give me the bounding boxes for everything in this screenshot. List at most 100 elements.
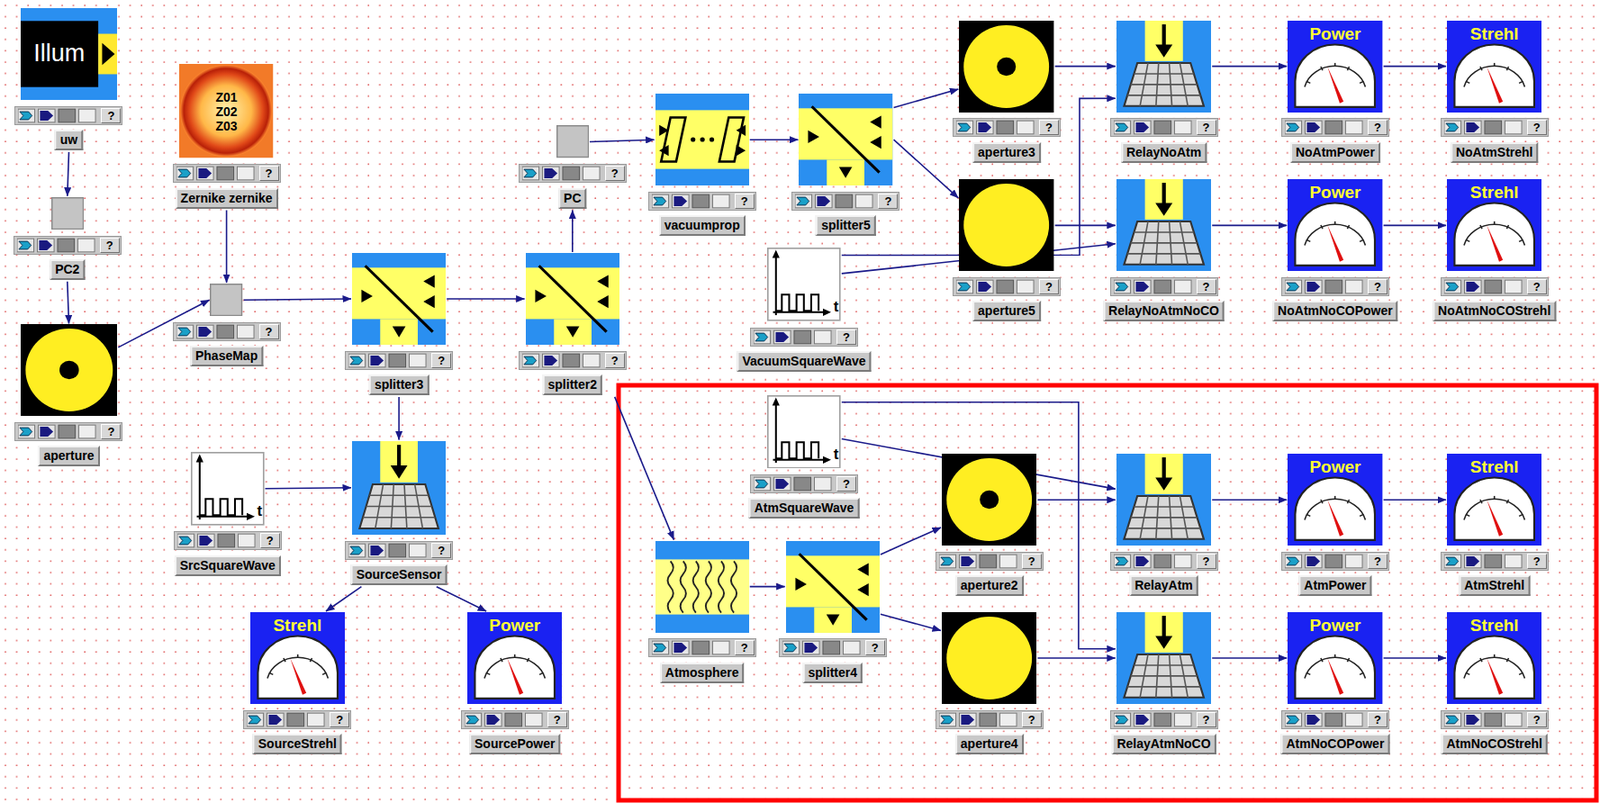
icon-part: [1486, 658, 1503, 696]
icon-part: [813, 606, 852, 633]
toolbar-icon: [956, 280, 974, 294]
icon-part: [659, 144, 669, 156]
icon-part: [1133, 72, 1194, 75]
toolbar-icon: [1464, 280, 1482, 294]
toolbar-icon: [813, 477, 832, 491]
toolbar-icon: [815, 194, 833, 208]
icon-part: [191, 452, 264, 525]
icon-part: [718, 117, 743, 163]
icon-part: [827, 160, 866, 187]
icon-part: [735, 125, 745, 136]
toolbar-icon: [1114, 557, 1128, 566]
icon-part: [1139, 221, 1149, 265]
toolbar-icon: [960, 714, 975, 725]
icon-part: [705, 560, 711, 613]
signal-connector: [1055, 65, 1116, 68]
toolbar-icon: [1113, 280, 1131, 294]
toolbar-icon: [196, 325, 214, 339]
toolbar-icon: [1484, 713, 1502, 727]
toolbar-icons: [18, 424, 98, 440]
pc-block: ?PhaseMap: [209, 283, 243, 317]
icon-part: [1130, 83, 1198, 86]
toolbar-icon: [755, 333, 769, 342]
icon-part: [1144, 453, 1183, 495]
toolbar-icon: [348, 353, 366, 368]
icon-part: [690, 137, 696, 143]
icon-part: [1480, 225, 1483, 229]
icon-part: [822, 308, 832, 317]
toolbar-icon: [1464, 121, 1482, 136]
pc-block: ?PC2: [51, 197, 84, 230]
icon-part: [365, 265, 434, 332]
help-button: ?: [259, 324, 280, 340]
toolbar-icon: [1325, 280, 1343, 294]
toolbar-icon: [370, 545, 385, 556]
block-toolbar: ?: [648, 638, 757, 658]
toolbar-icons: [753, 329, 833, 345]
toolbar-icon: [1444, 280, 1462, 294]
icon-part: [1306, 672, 1311, 675]
icon-part: [1347, 66, 1350, 71]
help-button: ?: [734, 193, 755, 209]
toolbar-icon: [18, 424, 36, 439]
block-name: splitter4: [803, 662, 863, 684]
help-button: ?: [836, 476, 857, 492]
help-button: ?: [1039, 119, 1059, 136]
meter-block: Strehl?AtmStrehl: [1446, 453, 1542, 546]
toolbar-icon: [1304, 280, 1322, 294]
toolbar-icon: [977, 123, 992, 134]
signal-connector: [225, 210, 228, 284]
help-button: ?: [865, 640, 886, 656]
signal-connector: [1383, 65, 1447, 68]
icon-text: Z01: [179, 90, 273, 105]
icon-part: [362, 515, 435, 518]
icon-part: [1144, 612, 1183, 653]
apo-icon: [958, 179, 1054, 272]
toolbar-icons: [956, 279, 1036, 295]
icon-part: [1306, 81, 1311, 83]
toolbar-icons: [651, 640, 732, 656]
icon-text: Illum: [20, 20, 99, 87]
icon-text: Z02: [179, 104, 273, 119]
block-toolbar: ?: [1440, 710, 1549, 730]
split-block: ?splitter4: [786, 541, 880, 633]
ap-icon: [941, 453, 1037, 546]
icon-part: [20, 324, 118, 416]
wave-icon: [190, 451, 265, 526]
icon-text: Power: [1287, 615, 1383, 636]
icon-part: [1156, 654, 1159, 698]
icon-part: [1334, 221, 1337, 226]
toolbar-icon: [562, 167, 580, 181]
toolbar-icon: [236, 325, 254, 339]
icon-part: [101, 43, 115, 65]
icon-part: [565, 326, 579, 338]
help-button: ?: [1196, 279, 1217, 295]
toolbar-icon: [1284, 713, 1302, 727]
block-name: RelayAtmNoCO: [1111, 733, 1216, 755]
toolbar-icon: [939, 713, 957, 727]
icon-part: [1327, 658, 1344, 696]
wave-block: t?SrcSquareWave: [190, 451, 265, 526]
toolbar-icon: [804, 643, 818, 654]
toolbar-icon: [653, 197, 667, 206]
icon-part: [1518, 240, 1523, 243]
toolbar-icon: [1114, 124, 1128, 133]
icon-part: [423, 295, 435, 308]
vac-icon: [655, 93, 750, 186]
toolbar-icon: [842, 641, 860, 656]
icon-text: t: [256, 503, 263, 520]
toolbar-icon: [246, 713, 264, 727]
toolbar-icon: [582, 167, 600, 181]
icon-part: [1123, 654, 1204, 698]
toolbar-icon: [542, 167, 560, 181]
icon-part: [1334, 496, 1337, 500]
toolbar-icon: [524, 713, 543, 727]
toolbar-icons: [18, 108, 98, 124]
toolbar-icon: [712, 194, 730, 208]
toolbar-icon: [1174, 713, 1192, 727]
ap-block: ?aperture2: [941, 453, 1037, 546]
icon-part: [1168, 63, 1172, 107]
toolbar-icon: [1016, 121, 1034, 136]
toolbar-icon: [216, 167, 235, 181]
